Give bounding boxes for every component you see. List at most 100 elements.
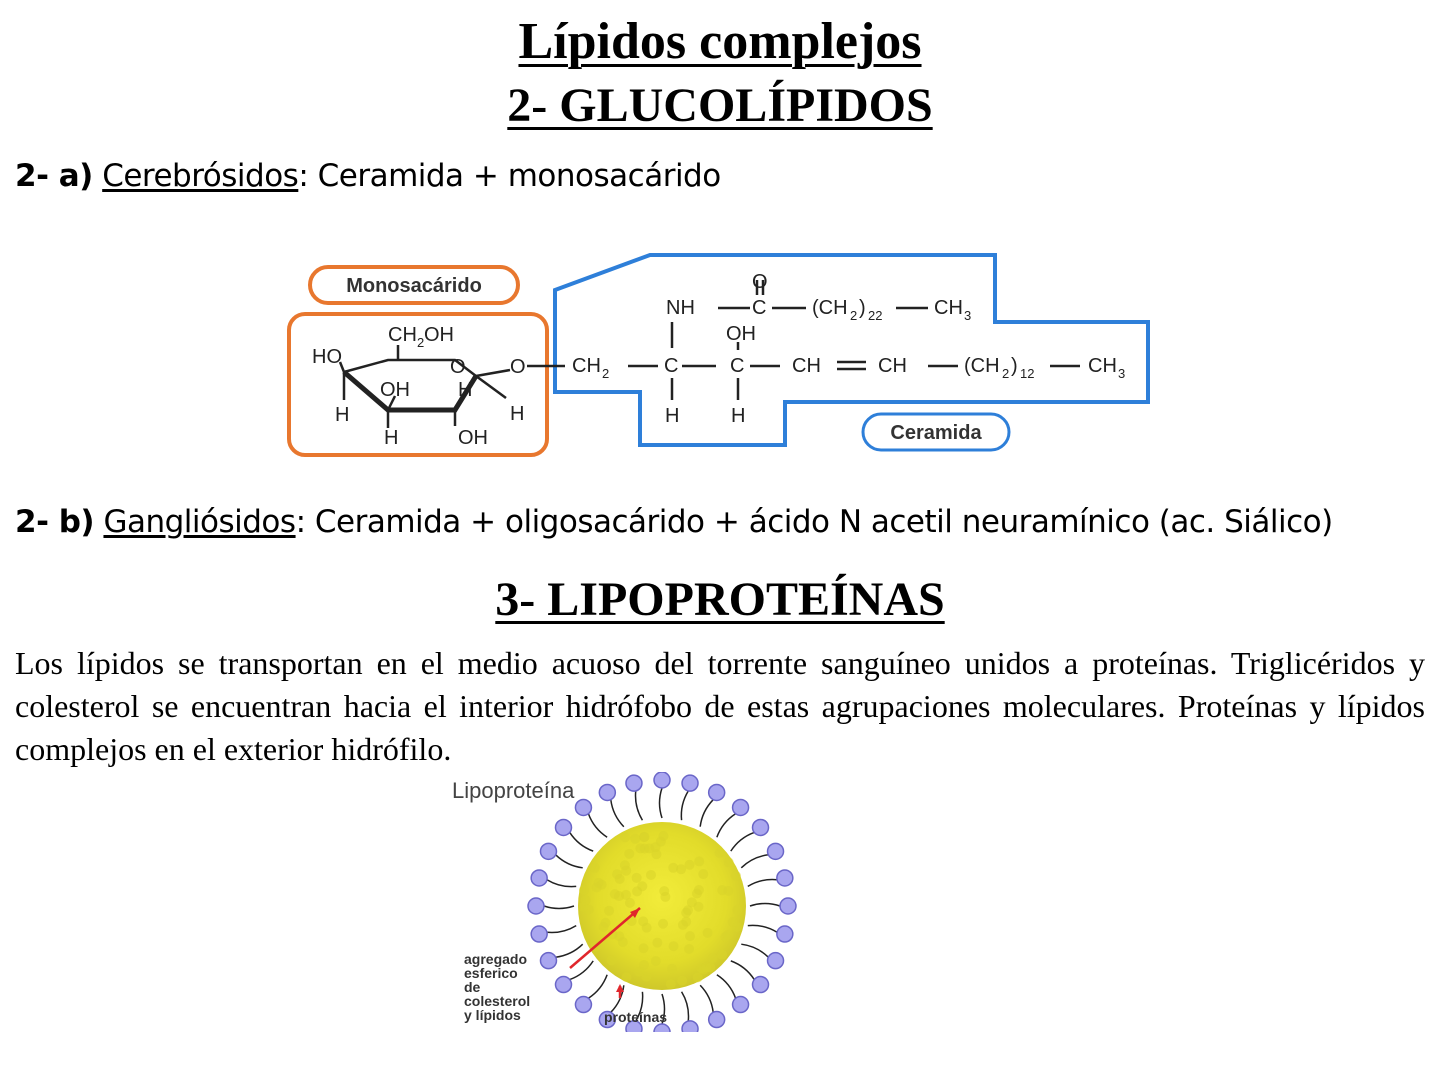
svg-text:3: 3 bbox=[964, 308, 971, 323]
lipid-tail bbox=[556, 944, 583, 957]
lipid-tail bbox=[717, 814, 736, 837]
section-title-glucolipidos: 2- GLUCOLÍPIDOS bbox=[0, 78, 1440, 133]
core-dot bbox=[625, 898, 635, 908]
lipid-tail bbox=[748, 925, 777, 932]
core-dot bbox=[621, 866, 631, 876]
phospholipid-head bbox=[555, 977, 571, 993]
lipid-core bbox=[578, 822, 746, 990]
core-dot bbox=[635, 843, 645, 853]
core-dot bbox=[658, 831, 668, 841]
svg-text:C: C bbox=[730, 355, 744, 377]
item-description: : Ceramida + oligosacárido + ácido N ace… bbox=[296, 504, 1333, 540]
lipid-tail bbox=[660, 788, 663, 818]
core-dot bbox=[732, 922, 742, 932]
svg-text:CH: CH bbox=[572, 355, 601, 377]
page-title: Lípidos complejos bbox=[0, 12, 1440, 71]
svg-text:CH: CH bbox=[1088, 355, 1117, 377]
core-dot bbox=[684, 944, 694, 954]
svg-text:H: H bbox=[384, 427, 398, 449]
ceramide-bonds bbox=[628, 280, 1080, 400]
item-gangliosidos: 2- b) Gangliósidos: Ceramida + oligosacá… bbox=[15, 504, 1333, 540]
phospholipid-head bbox=[777, 870, 793, 886]
core-dot bbox=[581, 895, 591, 905]
lipid-tail bbox=[717, 975, 736, 998]
svg-text:3: 3 bbox=[1118, 366, 1125, 381]
svg-text:O: O bbox=[450, 356, 466, 378]
svg-text:H: H bbox=[665, 405, 679, 427]
phospholipid-head bbox=[531, 926, 547, 942]
core-dot bbox=[634, 967, 644, 977]
core-dot bbox=[731, 871, 741, 881]
lipid-tail bbox=[547, 926, 576, 933]
svg-text:): ) bbox=[1011, 355, 1018, 377]
phospholipid-head bbox=[682, 775, 698, 791]
phospholipid-head bbox=[575, 799, 591, 815]
core-dot bbox=[651, 956, 661, 966]
core-dot bbox=[685, 860, 695, 870]
svg-text:CH: CH bbox=[792, 355, 821, 377]
core-dot bbox=[667, 964, 677, 974]
ceramide-outline bbox=[555, 255, 1148, 445]
core-dot bbox=[717, 950, 727, 960]
lipid-tail bbox=[700, 985, 713, 1012]
svg-text:H: H bbox=[731, 405, 745, 427]
phospholipid-head bbox=[540, 953, 556, 969]
section-title-lipoproteinas: 3- LIPOPROTEÍNAS bbox=[0, 572, 1440, 627]
core-label: agregado esferico de colesterol y lípido… bbox=[464, 951, 530, 1023]
core-dot bbox=[694, 856, 704, 866]
core-dot bbox=[621, 972, 631, 982]
lipid-tail bbox=[731, 961, 754, 980]
phospholipid-head bbox=[540, 843, 556, 859]
lipid-tail bbox=[731, 832, 754, 851]
lipid-tail bbox=[682, 992, 689, 1021]
svg-text:2: 2 bbox=[1002, 366, 1009, 381]
core-dot bbox=[678, 920, 688, 930]
svg-text:C: C bbox=[664, 355, 678, 377]
core-dot bbox=[599, 922, 609, 932]
lipid-tail bbox=[588, 975, 607, 998]
core-dot bbox=[630, 834, 640, 844]
core-dot bbox=[666, 979, 676, 989]
phospholipid-head bbox=[531, 870, 547, 886]
lipid-tail bbox=[547, 880, 576, 887]
phospholipid-head bbox=[768, 953, 784, 969]
lipid-tail bbox=[556, 855, 583, 868]
svg-text:CH: CH bbox=[388, 324, 417, 346]
svg-text:H: H bbox=[335, 404, 349, 426]
core-dot bbox=[639, 832, 649, 842]
phospholipid-head bbox=[528, 898, 544, 914]
item-number: 2- b) bbox=[15, 504, 94, 540]
svg-text:C: C bbox=[752, 297, 766, 319]
phospholipid-head bbox=[654, 1024, 670, 1032]
phospholipid-head bbox=[780, 898, 796, 914]
core-dot bbox=[624, 849, 634, 859]
phospholipid-head bbox=[555, 819, 571, 835]
core-dot bbox=[669, 941, 679, 951]
core-dot bbox=[639, 943, 649, 953]
svg-text:H: H bbox=[510, 403, 524, 425]
core-dot bbox=[693, 972, 703, 982]
lipid-tail bbox=[741, 944, 768, 957]
core-dot bbox=[698, 869, 708, 879]
core-dot bbox=[597, 880, 607, 890]
core-dot bbox=[579, 885, 589, 895]
core-dot bbox=[614, 891, 624, 901]
phospholipid-head bbox=[654, 772, 670, 788]
phospholipid-head bbox=[575, 997, 591, 1013]
lipid-tail bbox=[636, 791, 643, 820]
core-dot bbox=[685, 931, 695, 941]
svg-text:OH: OH bbox=[726, 323, 756, 345]
core-dot bbox=[687, 897, 697, 907]
phospholipid-head bbox=[753, 819, 769, 835]
lipoprotein-diagram: Lipoproteína agregado esferico de colest… bbox=[440, 772, 880, 1032]
svg-text:22: 22 bbox=[868, 308, 882, 323]
item-cerebrosidos: 2- a) Cerebrósidos: Ceramida + monosacár… bbox=[15, 158, 721, 194]
lipid-tail bbox=[681, 791, 688, 820]
phospholipid-head bbox=[777, 926, 793, 942]
core-dot bbox=[604, 906, 614, 916]
ceramide-label: Ceramida bbox=[890, 422, 982, 444]
svg-text:y lípidos: y lípidos bbox=[464, 1007, 521, 1023]
core-dot bbox=[717, 885, 727, 895]
core-dot bbox=[658, 919, 668, 929]
svg-text:OH: OH bbox=[380, 379, 410, 401]
